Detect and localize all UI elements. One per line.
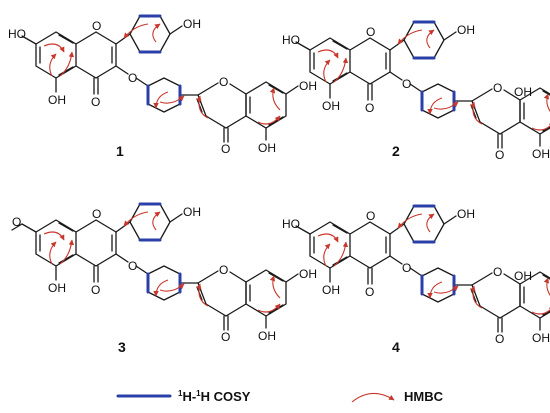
atom-label: OH bbox=[514, 85, 532, 99]
atom-label: OH bbox=[457, 207, 475, 221]
atom-label: OH bbox=[183, 17, 201, 31]
atom-label: OH bbox=[514, 269, 532, 283]
atom-label: O bbox=[365, 101, 374, 115]
compound-3-number: 3 bbox=[118, 339, 126, 355]
hmbc-legend-swatch bbox=[351, 392, 395, 403]
atom-label: OH bbox=[48, 281, 66, 295]
atom-label: O bbox=[128, 71, 137, 85]
atom-label: O bbox=[365, 285, 374, 299]
atom-label: O bbox=[12, 215, 21, 229]
legend: 1H-1H COSY HMBC bbox=[116, 389, 444, 404]
atom-label: O bbox=[219, 75, 228, 89]
atom-label: O bbox=[91, 283, 100, 297]
compound-3: O OH O O O OH O OH OH O bbox=[11, 204, 317, 344]
atom-label: HO bbox=[282, 33, 300, 47]
cosy-legend-label: 1H-1H COSY bbox=[178, 389, 251, 404]
compound-4: HO OH O O O OH O OH OH O bbox=[282, 206, 550, 346]
atom-label: O bbox=[366, 209, 375, 223]
atom-label: O bbox=[219, 263, 228, 277]
atom-label: OH bbox=[532, 331, 550, 345]
compound-1: HO OH O O O OH O OH OH O bbox=[8, 16, 317, 156]
atom-label: O bbox=[493, 81, 502, 95]
hmbc-legend-label: HMBC bbox=[404, 389, 444, 404]
compound-1-number: 1 bbox=[116, 143, 124, 159]
atom-label: O bbox=[495, 332, 504, 346]
compound-2: HO OH O O O OH O OH OH O bbox=[282, 22, 550, 162]
atom-label: OH bbox=[322, 99, 340, 113]
atom-label: OH bbox=[532, 147, 550, 161]
atom-label: O bbox=[402, 77, 411, 91]
atom-label: O bbox=[493, 265, 502, 279]
atom-label: OH bbox=[258, 329, 276, 343]
compound-2-structure bbox=[296, 22, 550, 148]
atom-label: O bbox=[402, 261, 411, 275]
compound-4-structure bbox=[296, 206, 550, 332]
compound-1-structure bbox=[22, 16, 298, 142]
compound-4-number: 4 bbox=[392, 339, 400, 355]
atom-label: OH bbox=[183, 205, 201, 219]
atom-label: OH bbox=[258, 141, 276, 155]
atom-label: O bbox=[221, 330, 230, 344]
atom-label: O bbox=[221, 142, 230, 156]
atom-label: HO bbox=[282, 217, 300, 231]
atom-label: O bbox=[92, 207, 101, 221]
atom-label: O bbox=[128, 259, 137, 273]
atom-label: OH bbox=[457, 23, 475, 37]
atom-label: HO bbox=[8, 27, 26, 41]
compound-2-number: 2 bbox=[392, 143, 400, 159]
atom-label: OH bbox=[322, 283, 340, 297]
atom-label: O bbox=[495, 148, 504, 162]
atom-label: O bbox=[91, 95, 100, 109]
compound-3-structure bbox=[22, 204, 298, 330]
atom-label: OH bbox=[299, 267, 317, 281]
atom-label: OH bbox=[48, 93, 66, 107]
atom-label: OH bbox=[299, 79, 317, 93]
atom-label: O bbox=[366, 25, 375, 39]
atom-label: O bbox=[92, 19, 101, 33]
